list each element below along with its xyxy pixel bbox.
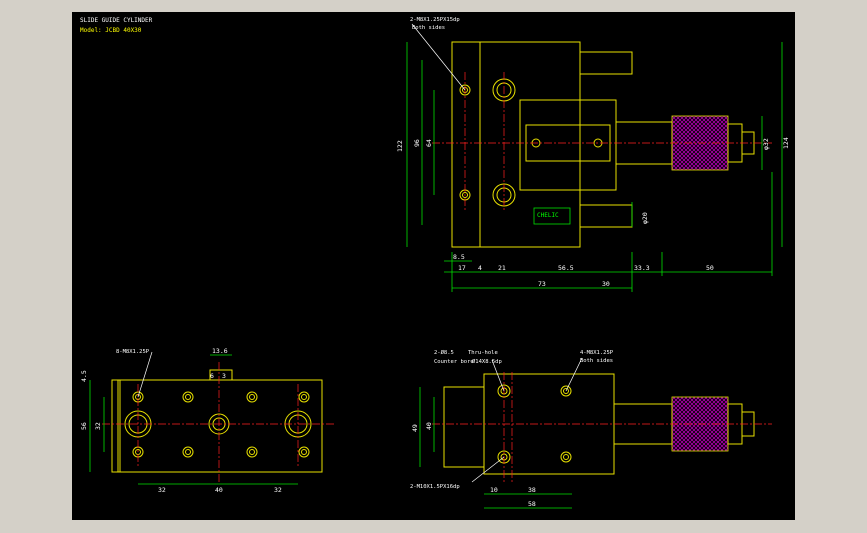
dim-122: 122 <box>396 140 404 152</box>
dim-64: 64 <box>425 139 433 147</box>
dim-49: 49 <box>411 424 419 432</box>
dim-56-5: 56.5 <box>558 264 574 272</box>
dim-4: 4 <box>478 264 482 272</box>
cad-viewport[interactable]: SLIDE GUIDE CYLINDER Model: JCBD 40X30 C… <box>72 12 795 520</box>
dim-13-6: 13.6 <box>212 347 228 355</box>
dim-124: 124 <box>782 137 790 149</box>
dim-40-v: 40 <box>425 422 433 430</box>
dim-73: 73 <box>538 280 546 288</box>
dim-38: 38 <box>528 486 536 494</box>
brand-label-box <box>533 207 571 225</box>
note-bore: 2-Ø8.5 <box>434 349 454 356</box>
dim-58: 58 <box>528 500 536 508</box>
bottom-left-view: 8-M8X1.25P 13.6 4.5 6 3 56 32 32 40 32 <box>80 347 334 494</box>
top-view: CHELIC 122 96 64 124 φ32 φ20 8.5 17 4 21… <box>396 17 790 292</box>
dim-21: 21 <box>498 264 506 272</box>
dim-30: 30 <box>602 280 610 288</box>
drawing-title: SLIDE GUIDE CYLINDER <box>80 17 153 24</box>
note-counter: Counter bore <box>434 359 474 365</box>
note-tap-top: 2-M8X1.25PX15dp <box>410 17 460 23</box>
end-plate <box>451 41 481 248</box>
base-plate <box>117 379 323 473</box>
dim-3: 3 <box>222 372 226 380</box>
dim-40: 40 <box>215 486 223 494</box>
dim-32-v: 32 <box>94 422 102 430</box>
bottom-right-view: 2-Ø8.5 Thru-hole Counter bore Ø14X8.5dp … <box>410 349 772 509</box>
dim-4-5: 4.5 <box>80 370 88 382</box>
dim-56: 56 <box>80 422 88 430</box>
note-bore2: Thru-hole <box>468 350 498 356</box>
dim-phi20: φ20 <box>641 212 649 224</box>
note-tap-br-sub: Both sides <box>580 358 613 364</box>
note-tap-bl: 8-M8X1.25P <box>116 349 150 355</box>
dim-32-b: 32 <box>274 486 282 494</box>
dim-17: 17 <box>458 264 466 272</box>
dim-phi32: φ32 <box>762 138 770 150</box>
note-bottom: 2-M10X1.5PX16dp <box>410 484 460 490</box>
dim-33-3: 33.3 <box>634 264 650 272</box>
dim-50: 50 <box>706 264 714 272</box>
brand-label: CHELIC <box>537 212 559 219</box>
note-counter-val: Ø14X8.5dp <box>472 358 502 365</box>
dim-32-a: 32 <box>158 486 166 494</box>
dim-96: 96 <box>413 139 421 147</box>
note-tap-br: 4-M8X1.25P <box>580 350 614 356</box>
drawing-model: Model: JCBD 40X30 <box>80 27 142 34</box>
body-block <box>479 41 581 248</box>
note-tap-top-sub: Both sides <box>412 25 445 31</box>
dim-8-5: 8.5 <box>453 253 465 261</box>
drawing-canvas: SLIDE GUIDE CYLINDER Model: JCBD 40X30 C… <box>80 17 790 509</box>
dim-6: 6 <box>210 372 214 380</box>
dim-10: 10 <box>490 486 498 494</box>
